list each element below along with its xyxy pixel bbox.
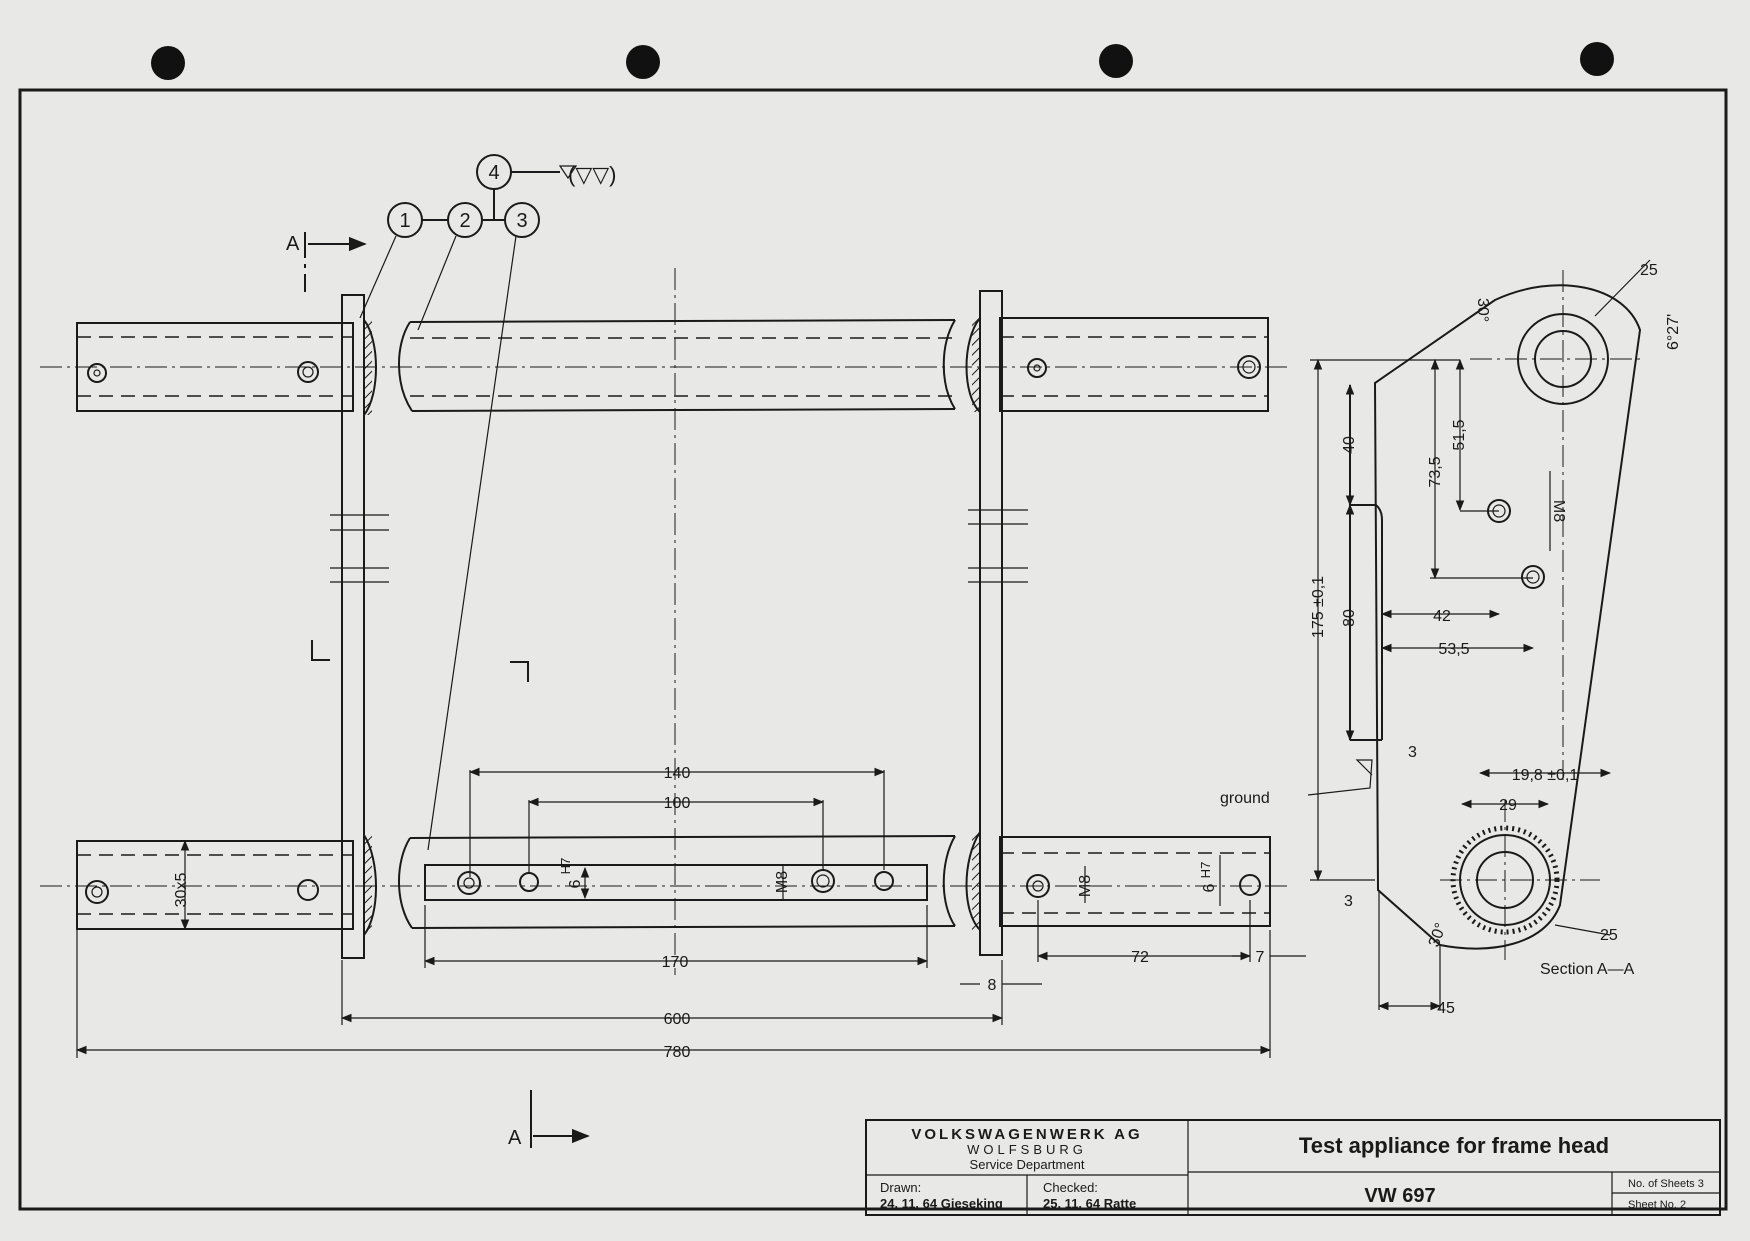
drawn-label: Drawn: bbox=[880, 1180, 921, 1195]
lever-outline bbox=[1373, 284, 1642, 950]
dim-29: 29 bbox=[1499, 797, 1517, 814]
left-plate bbox=[330, 294, 389, 959]
dim-3-upper: 3 bbox=[1408, 744, 1417, 761]
main-view bbox=[40, 268, 1306, 1058]
company-city: WOLFSBURG bbox=[967, 1142, 1087, 1157]
dim-51-5: 51,5 bbox=[1451, 419, 1468, 450]
ground-label: ground bbox=[1220, 790, 1270, 807]
drawing-number: VW 697 bbox=[1364, 1185, 1435, 1207]
drawing-border bbox=[18, 88, 1728, 1211]
dim-140: 140 bbox=[664, 765, 691, 782]
dim-45: 45 bbox=[1437, 1000, 1455, 1017]
tolerance-h7-end: H7 bbox=[1198, 862, 1213, 879]
punch-holes bbox=[151, 42, 1614, 80]
company-name: VOLKSWAGENWERK AG bbox=[911, 1126, 1142, 1143]
title-block bbox=[865, 1119, 1721, 1216]
dim-m8-end: M8 bbox=[1077, 875, 1094, 897]
upper-bar bbox=[40, 317, 1290, 412]
balloon-3-label: 3 bbox=[516, 210, 527, 232]
section-view-label: Section A—A bbox=[1540, 961, 1635, 978]
tolerance-h7-bar: H7 bbox=[558, 858, 573, 875]
dim-7: 7 bbox=[1256, 949, 1265, 966]
section-marker-bottom bbox=[530, 1090, 590, 1148]
dim-3-lower: 3 bbox=[1344, 893, 1353, 910]
corner-mark-left bbox=[311, 640, 330, 661]
dim-42: 42 bbox=[1433, 608, 1451, 625]
dim-m8-section: M8 bbox=[1550, 500, 1567, 522]
sheet-number: Sheet No. 2 bbox=[1628, 1199, 1686, 1211]
dim-6deg27: 6°27' bbox=[1665, 314, 1682, 350]
dim-6h7-bar: 6 bbox=[567, 879, 584, 888]
dim-53-5: 53,5 bbox=[1438, 641, 1469, 658]
drawn-value: 24. 11. 64 Gieseking bbox=[880, 1196, 1003, 1211]
lower-bar bbox=[40, 835, 1290, 930]
section-letter-top: A bbox=[286, 233, 300, 255]
dim-80: 80 bbox=[1341, 609, 1358, 627]
section-marker-top bbox=[304, 232, 367, 292]
surface-finish-symbol: (▽▽) bbox=[568, 162, 617, 187]
dimensions bbox=[75, 767, 1306, 1058]
balloon-1-label: 1 bbox=[399, 210, 410, 232]
checked-value: 25. 11. 64 Ratte bbox=[1043, 1196, 1136, 1211]
balloon-2-label: 2 bbox=[459, 210, 470, 232]
department: Service Department bbox=[970, 1157, 1085, 1172]
dim-8: 8 bbox=[988, 977, 997, 994]
dim-19-8: 19,8 ±0,1 bbox=[1512, 767, 1579, 784]
balloon-4-label: 4 bbox=[488, 162, 499, 184]
section-view bbox=[1307, 259, 1651, 1011]
dim-170: 170 bbox=[662, 954, 689, 971]
dim-72: 72 bbox=[1131, 949, 1149, 966]
right-plate bbox=[965, 290, 1028, 956]
checked-label: Checked: bbox=[1043, 1180, 1098, 1195]
dim-m8-bar: M8 bbox=[774, 871, 791, 893]
number-of-sheets: No. of Sheets 3 bbox=[1628, 1178, 1704, 1190]
dim-175: 175 ±0,1 bbox=[1310, 576, 1327, 638]
balloons bbox=[359, 154, 578, 851]
corner-mark-right bbox=[510, 661, 529, 682]
drawing-title: Test appliance for frame head bbox=[1299, 1133, 1609, 1158]
dim-30x5: 30x5 bbox=[173, 873, 190, 908]
dim-6h7-end: 6 bbox=[1201, 883, 1218, 892]
section-letter-bottom: A bbox=[508, 1127, 522, 1149]
dim-30deg-upper: 30° bbox=[1474, 298, 1491, 322]
dim-600: 600 bbox=[664, 1011, 691, 1028]
dim-25-lower: 25 bbox=[1600, 927, 1618, 944]
dim-780: 780 bbox=[664, 1044, 691, 1061]
dim-73-5: 73,5 bbox=[1427, 456, 1444, 487]
dim-100: 100 bbox=[664, 795, 691, 812]
dim-40: 40 bbox=[1341, 436, 1358, 454]
dim-25-upper: 25 bbox=[1640, 262, 1658, 279]
